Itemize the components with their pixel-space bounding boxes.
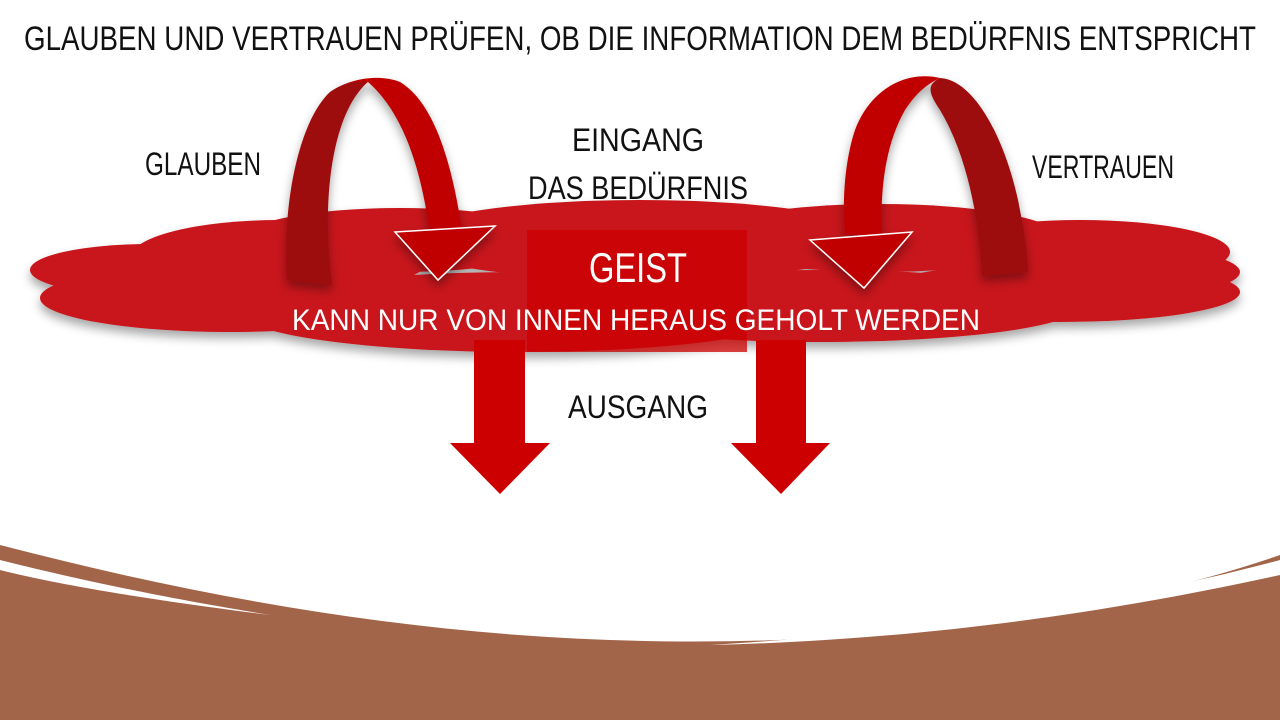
output-arrow-right bbox=[731, 340, 830, 494]
mind-title: GEIST bbox=[589, 244, 687, 291]
output-arrow-left bbox=[450, 340, 550, 494]
mind-center-box bbox=[527, 230, 747, 352]
trust-curved-arrow bbox=[808, 76, 1028, 290]
belief-curved-arrow bbox=[286, 77, 498, 285]
need-label: DAS BEDÜRFNIS bbox=[528, 170, 748, 206]
trust-label: VERTRAUEN bbox=[1032, 149, 1174, 185]
bottom-wave-band bbox=[0, 545, 1280, 720]
slide-title: GLAUBEN UND VERTRAUEN PRÜFEN, OB DIE INF… bbox=[24, 20, 1256, 58]
output-label: AUSGANG bbox=[568, 389, 708, 425]
belief-label: GLAUBEN bbox=[145, 146, 261, 182]
mind-subtitle: KANN NUR VON INNEN HERAUS GEHOLT WERDEN bbox=[292, 304, 980, 337]
input-label: EINGANG bbox=[572, 122, 704, 158]
